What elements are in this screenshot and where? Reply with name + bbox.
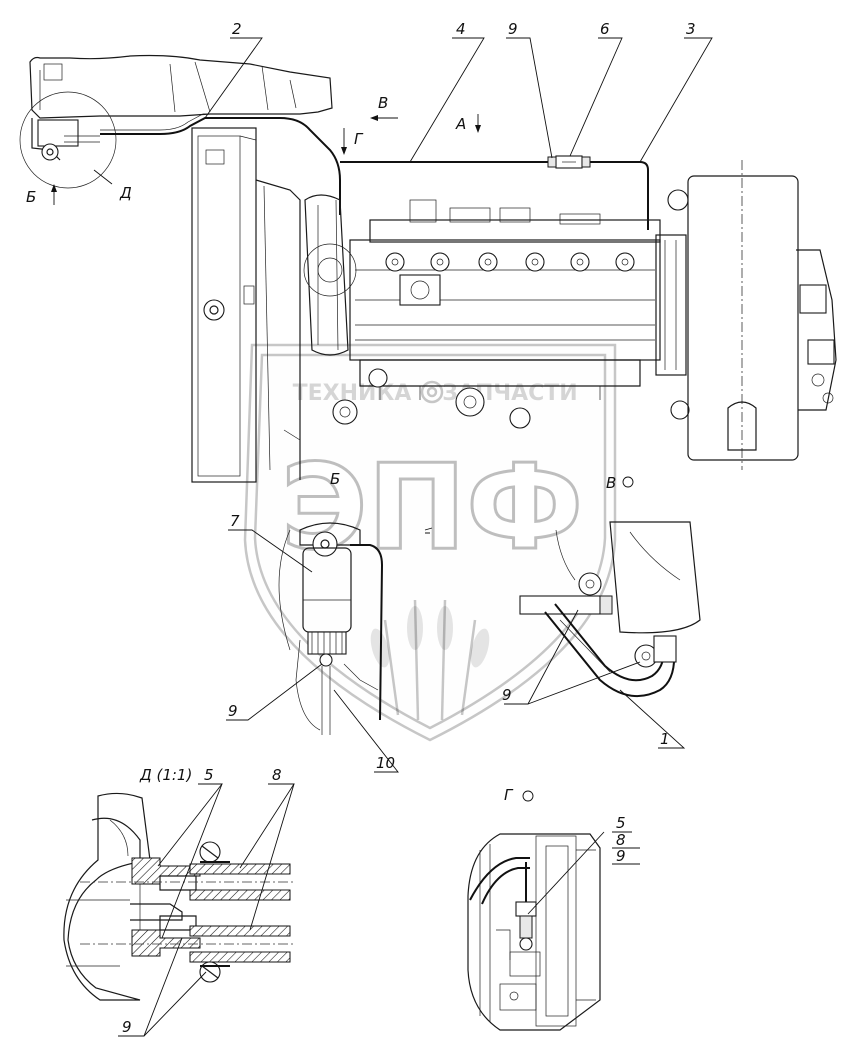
callout-9-view-g: 9 [616, 847, 626, 865]
detail-label-d: Д [119, 184, 132, 202]
callout-10: 10 [376, 754, 395, 772]
view-v-circle-icon [622, 476, 634, 488]
callouts-mid: 7 9 10 9 1 [226, 512, 686, 773]
watermark-shield-outline [243, 343, 617, 742]
view-g-title: Г [504, 786, 514, 804]
arrow-label-a: А [455, 115, 466, 133]
injector-row [385, 252, 635, 272]
fuel-lines [100, 113, 649, 230]
air-duct [687, 160, 837, 470]
callout-9-top: 9 [508, 20, 518, 38]
pipe-1-assembly [519, 521, 701, 697]
arrow-label-b: Б [26, 188, 36, 206]
view-g-circle-icon [522, 790, 534, 802]
callout-5-view-g: 5 [616, 814, 626, 832]
callout-8-view-g: 8 [616, 831, 626, 849]
callout-9-right: 9 [502, 686, 512, 704]
fuel-tank-section [19, 54, 333, 189]
callout-5-detail-d: 5 [204, 766, 214, 784]
view-markers: Б Д В Г А Б В [26, 94, 634, 534]
detail-d-title: Д (1:1) [139, 766, 192, 784]
callout-9-left: 9 [228, 702, 238, 720]
engine-block [303, 189, 690, 429]
detail-d-marker [19, 91, 117, 189]
callout-7: 7 [230, 512, 240, 530]
callout-8-detail-d: 8 [272, 766, 282, 784]
detail-d-section: Д (1:1) 5 8 [63, 766, 296, 1037]
watermark: ТЕХНИКА ЗАПЧАСТИ ЭПФ [243, 343, 617, 742]
watermark-logo: ЭПФ [281, 438, 583, 576]
callout-9-detail-d: 9 [122, 1018, 132, 1036]
callouts-top: 2 4 9 6 3 [204, 20, 713, 163]
callout-1: 1 [660, 730, 670, 748]
callout-2: 2 [232, 20, 242, 38]
view-g-section: Г 5 8 9 [467, 786, 640, 1031]
callout-4: 4 [456, 20, 466, 38]
view-label-b: Б [330, 470, 340, 488]
arrow-label-g: Г [354, 130, 364, 148]
callout-6: 6 [600, 20, 610, 38]
callout-3: 3 [686, 20, 696, 38]
fuel-filter-7 [278, 522, 384, 735]
radiator-panel [191, 127, 301, 483]
view-label-v: В [606, 474, 616, 492]
arrow-label-v: В [378, 94, 388, 112]
watermark-gear-icon [420, 380, 444, 404]
